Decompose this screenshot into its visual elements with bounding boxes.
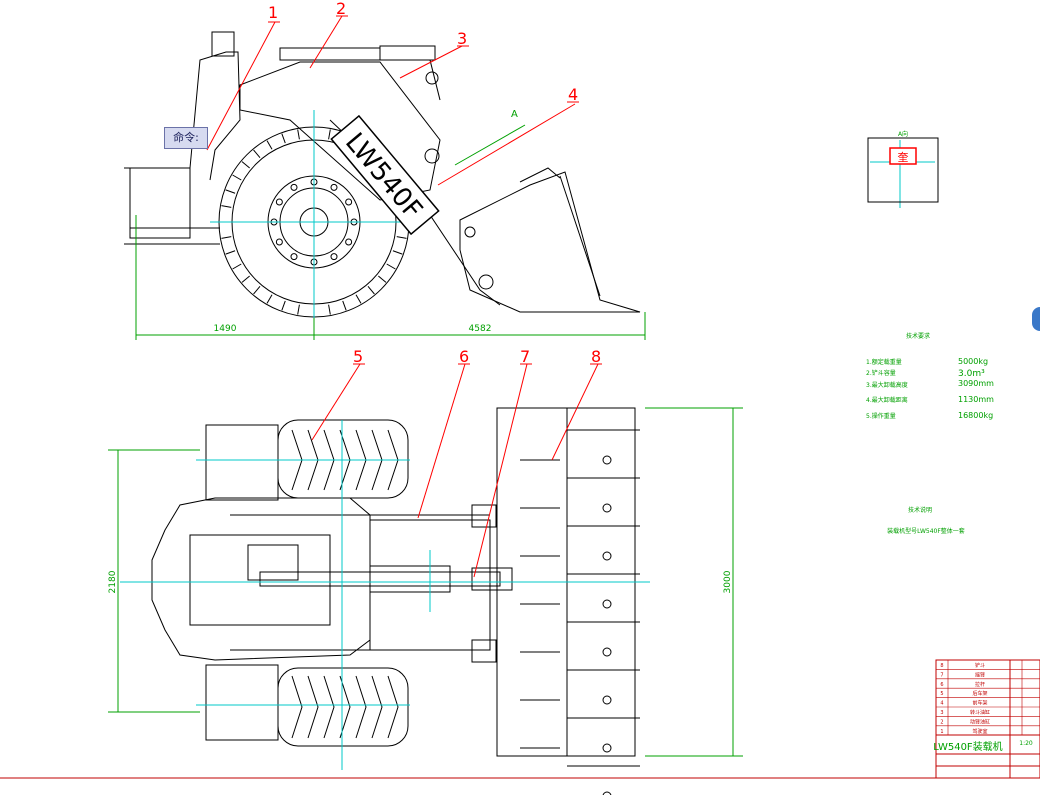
param-5-label: 5.操作重量 — [866, 412, 896, 420]
param-1-value: 5000kg — [958, 357, 988, 366]
side-scroll-handle[interactable] — [1032, 307, 1040, 331]
note-block: 技术说明 装载机型号LW540F整体一套 — [887, 506, 965, 535]
param-3-value: 3090mm — [958, 379, 994, 388]
drawing-scale: 1:20 — [1019, 740, 1033, 747]
view-a-arrow — [454, 124, 526, 166]
title-row-name: 摇臂 — [975, 671, 985, 678]
title-row-number: 8 — [940, 663, 943, 669]
title-row-number: 2 — [940, 719, 943, 725]
title-row-name: 驾驶室 — [972, 728, 987, 735]
callout-3: 3 — [457, 29, 467, 48]
top-view — [151, 407, 640, 795]
param-1-label: 1.额定载重量 — [866, 358, 902, 366]
title-row-name: 铲斗 — [975, 662, 985, 669]
callout-leaders — [206, 15, 602, 578]
param-3-label: 3.最大卸载高度 — [866, 381, 908, 389]
boom-arm — [239, 61, 441, 201]
title-row-name: 后车架 — [972, 690, 987, 697]
callout-8: 8 — [591, 347, 601, 366]
view-a-logo: 奎 — [898, 150, 909, 164]
callout-7: 7 — [520, 347, 530, 366]
callout-1: 1 — [268, 3, 278, 22]
view-a-box: 奎 A向 — [867, 130, 939, 203]
view-a-label: A — [511, 109, 518, 120]
title-row-number: 4 — [940, 701, 943, 707]
title-row-number: 1 — [940, 729, 943, 735]
param-4-label: 4.最大卸载距离 — [866, 396, 908, 404]
title-row-number: 3 — [940, 710, 943, 716]
callout-2: 2 — [336, 0, 346, 18]
dim-bucket-width: 3000 — [723, 570, 733, 593]
cab-outline — [189, 51, 241, 181]
side-center-lines — [210, 110, 935, 330]
command-prompt-tag: 命令: — [164, 127, 208, 149]
title-row-name: 转斗油缸 — [970, 709, 990, 716]
top-dimensions — [108, 407, 743, 757]
title-row-name: 前车架 — [972, 700, 987, 707]
title-row-number: 6 — [940, 682, 943, 688]
tyre-lower — [277, 667, 409, 747]
drawing-title: LW540F装载机 — [933, 740, 1002, 753]
title-row-name: 动臂油缸 — [970, 718, 990, 725]
callout-numbers: 1 2 3 4 5 6 7 8 — [268, 0, 601, 366]
param-5-value: 16800kg — [958, 411, 993, 420]
side-dimensions — [135, 215, 646, 340]
title-row-number: 7 — [940, 672, 943, 678]
note-text: 装载机型号LW540F整体一套 — [887, 527, 965, 535]
dim-width: 2180 — [108, 570, 118, 593]
dim-front-length: 4582 — [469, 324, 492, 334]
dim-rear-length: 1490 — [214, 324, 237, 334]
cab-top — [211, 31, 235, 57]
title-row-number: 5 — [940, 691, 943, 697]
title-row-name: 拉杆 — [975, 681, 985, 688]
callout-6: 6 — [459, 347, 469, 366]
lift-cylinder — [279, 47, 381, 61]
tech-params-title: 技术要求 — [906, 332, 930, 340]
param-2-value: 3.0m³ — [958, 369, 985, 379]
view-a-title: A向 — [898, 130, 908, 138]
callout-5: 5 — [353, 347, 363, 366]
svg-text:LW540F: LW540F — [339, 127, 428, 225]
top-center-lines — [120, 420, 650, 770]
title-block: 8 铲斗 7 摇臂 6 拉杆 5 后车架 4 前车架 3 转斗油缸 2 动臂油缸 1 驾驶室 LW540F装载… — [933, 659, 1040, 779]
param-2-label: 2.铲斗容量 — [866, 369, 896, 377]
param-4-value: 1130mm — [958, 395, 994, 404]
tech-params: 技术要求 1.额定载重量 5000kg 2.铲斗容量 3.0m³ 3.最大卸载高… — [866, 332, 994, 420]
rear-frame-top — [151, 497, 371, 661]
callout-4: 4 — [568, 85, 578, 104]
bucket-side — [459, 171, 641, 313]
note-title: 技术说明 — [908, 506, 932, 514]
